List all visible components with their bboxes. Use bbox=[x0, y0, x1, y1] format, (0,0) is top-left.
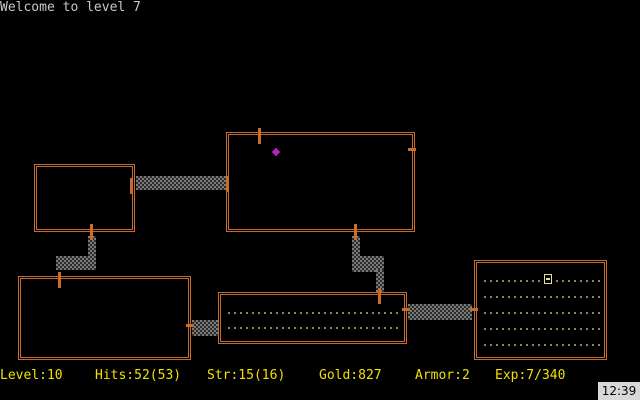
corridor bbox=[352, 256, 384, 272]
door bbox=[58, 272, 61, 288]
door bbox=[408, 148, 416, 151]
corridor bbox=[88, 236, 96, 268]
corridor bbox=[136, 176, 226, 190]
floor-row bbox=[482, 296, 600, 298]
corridor bbox=[408, 304, 472, 320]
hits-stat: Hits:52(53) bbox=[95, 368, 182, 383]
door bbox=[402, 308, 410, 311]
room-bottom-center bbox=[218, 292, 407, 344]
floor-row bbox=[482, 328, 600, 330]
floor-row bbox=[226, 327, 400, 329]
level-stat: Level:10 bbox=[0, 368, 63, 383]
strength-stat: Str:15(16) bbox=[207, 368, 286, 383]
floor-row bbox=[482, 344, 600, 346]
room-bottom-left bbox=[18, 276, 191, 360]
floor-row bbox=[482, 280, 600, 282]
door bbox=[130, 178, 133, 194]
door bbox=[378, 288, 381, 304]
armor-stat: Armor:2 bbox=[415, 368, 470, 383]
player-icon bbox=[544, 274, 552, 284]
door bbox=[186, 324, 194, 327]
status-bar: Level:10 Hits:52(53) Str:15(16) Gold:827… bbox=[0, 368, 600, 384]
room-center-top bbox=[226, 132, 415, 232]
taskbar-clock: 12:39 bbox=[598, 382, 640, 400]
door bbox=[354, 224, 357, 240]
message-line: Welcome to level 7 bbox=[0, 0, 141, 15]
gold-stat: Gold:827 bbox=[319, 368, 382, 383]
experience-stat: Exp:7/340 bbox=[495, 368, 566, 383]
corridor bbox=[352, 236, 360, 272]
floor-row bbox=[226, 312, 400, 314]
door bbox=[470, 308, 478, 311]
corridor bbox=[192, 320, 218, 336]
room-left-top bbox=[34, 164, 135, 232]
corridor bbox=[376, 270, 384, 292]
corridor bbox=[56, 256, 96, 270]
door bbox=[258, 128, 261, 144]
door bbox=[90, 224, 93, 240]
door bbox=[226, 176, 229, 192]
floor-row bbox=[482, 312, 600, 314]
